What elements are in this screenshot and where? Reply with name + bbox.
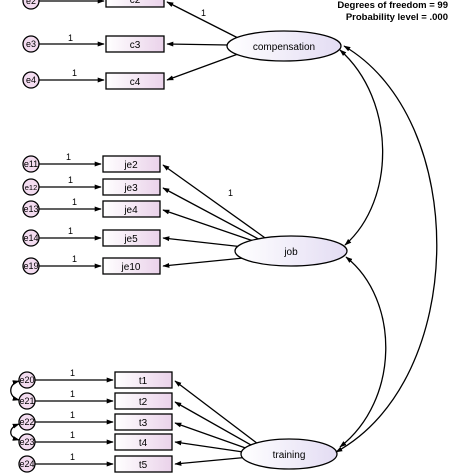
covariance-e22-e23 <box>10 423 20 441</box>
latent-covariances <box>335 45 438 453</box>
path-training-t3 <box>174 422 255 452</box>
indicator-t1-label: t1 <box>139 376 148 387</box>
error-e4-label: e4 <box>26 75 36 85</box>
error-e24-label: e24 <box>19 459 34 469</box>
indicator-c3-label: c3 <box>130 40 141 51</box>
error-e3-label: e3 <box>26 39 36 49</box>
path-compensation-c4 <box>166 53 239 81</box>
indicator-c4-label: c4 <box>130 77 141 88</box>
covariance-compensation-training <box>335 45 438 453</box>
job-block: e11 e12 e13 e14 e19 1 1 1 1 1 je2 je3 je… <box>22 152 348 275</box>
indicator-t4-label: t4 <box>139 438 148 449</box>
error-e13-label: e13 <box>23 204 38 214</box>
weight-e12-je3: 1 <box>68 175 73 185</box>
indicator-je4-label: je4 <box>123 205 138 216</box>
latent-job-label: job <box>283 247 298 258</box>
weight-e19-je10: 1 <box>72 254 77 264</box>
latent-training-label: training <box>273 450 306 461</box>
indicator-je5-label: je5 <box>123 234 138 245</box>
error-e14-label: e14 <box>23 233 38 243</box>
weight-e3-c3: 1 <box>68 33 73 43</box>
indicator-je2-label: je2 <box>123 160 138 171</box>
indicator-c2-box[interactable] <box>105 0 165 8</box>
weight-e11-je2: 1 <box>66 152 71 162</box>
error-e23-label: e23 <box>19 437 34 447</box>
indicator-c2-label: c2 <box>130 0 141 6</box>
covariance-e20-e21 <box>10 380 20 401</box>
indicator-je2-box[interactable] <box>102 155 161 173</box>
indicator-je10-label: je10 <box>121 262 141 273</box>
probability-level-text: Probability level = .000 <box>345 12 448 23</box>
fit-statistics: Degrees of freedom = 99 Probability leve… <box>337 0 448 24</box>
path-job-je3 <box>162 187 267 244</box>
weight-e24-t5: 1 <box>70 452 75 462</box>
error-e2-label: e2 <box>26 0 36 6</box>
indicator-je4-box[interactable] <box>102 200 161 218</box>
path-training-t5 <box>174 456 251 466</box>
weight-e22-t3: 1 <box>70 410 75 420</box>
indicator-t2-label: t2 <box>139 397 148 408</box>
training-block: e20 e21 e22 e23 e24 1 1 1 1 1 t1 t2 t3 t… <box>10 368 338 473</box>
covariance-job-training <box>339 256 387 448</box>
weight-job-je2: 1 <box>228 188 233 198</box>
weight-e20-t1: 1 <box>70 368 75 378</box>
weight-e21-t2: 1 <box>70 389 75 399</box>
path-compensation-c3 <box>166 41 229 47</box>
error-e21-label: e21 <box>19 396 34 406</box>
weight-e23-t4: 1 <box>70 430 75 440</box>
error-e12-label: e12 <box>25 183 38 192</box>
indicator-je10-box[interactable] <box>102 257 161 275</box>
path-training-t1 <box>174 380 263 448</box>
compensation-block: e2 e3 e4 1 1 c2 c3 c4 1 compensation <box>22 0 342 90</box>
error-e11-label: e11 <box>24 159 38 169</box>
latent-training-ellipse[interactable] <box>240 438 338 470</box>
indicator-t3-label: t3 <box>139 418 148 429</box>
indicator-c4-box[interactable] <box>105 72 165 90</box>
weight-e13-je4: 1 <box>72 197 77 207</box>
weight-e14-je5: 1 <box>68 226 73 236</box>
path-job-je4 <box>162 209 266 246</box>
path-job-je2 <box>162 164 269 241</box>
path-compensation-c2 <box>166 1 239 39</box>
latent-compensation-label: compensation <box>253 42 315 53</box>
error-e19-label: e19 <box>23 261 38 271</box>
indicator-je3-box[interactable] <box>102 178 161 196</box>
indicator-t1-box[interactable] <box>114 371 173 389</box>
weight-compensation-c2: 1 <box>201 8 206 18</box>
indicator-je5-box[interactable] <box>102 229 161 247</box>
indicator-t3-box[interactable] <box>114 413 173 431</box>
covariance-compensation-job <box>339 49 384 246</box>
indicator-t4-box[interactable] <box>114 433 173 451</box>
path-training-t2 <box>174 401 259 450</box>
indicator-t5-box[interactable] <box>114 455 173 473</box>
indicator-t5-label: t5 <box>139 460 148 471</box>
indicator-t2-box[interactable] <box>114 392 173 410</box>
weight-e4-c4: 1 <box>72 68 77 78</box>
indicator-c3-box[interactable] <box>105 35 165 53</box>
error-e20-label: e20 <box>19 375 34 385</box>
path-training-t4 <box>174 440 251 454</box>
indicator-je3-label: je3 <box>123 183 138 194</box>
degrees-of-freedom-text: Degrees of freedom = 99 <box>337 0 448 11</box>
error-e22-label: e22 <box>19 417 34 427</box>
